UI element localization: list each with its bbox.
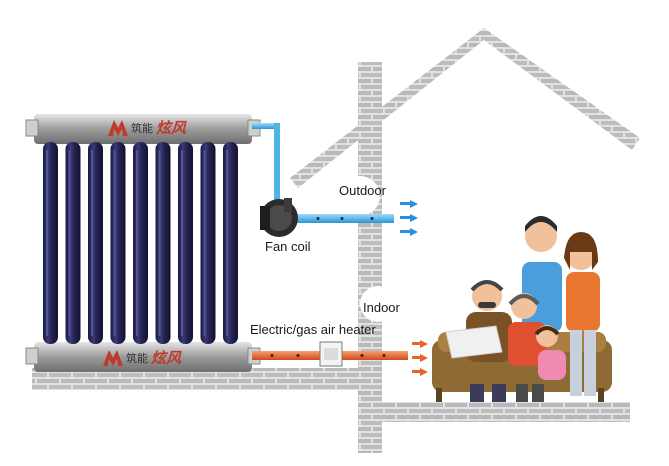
hot-pipe — [252, 351, 408, 360]
outdoor-label: Outdoor — [339, 183, 386, 198]
tube-highlight — [226, 150, 228, 336]
ground-strip — [32, 368, 372, 390]
brand-mark-top: 筑能 炫风 — [108, 117, 186, 138]
tube-highlight — [136, 150, 138, 336]
outdoor-circle — [340, 176, 380, 216]
tube-highlight — [181, 150, 183, 336]
tube-highlight — [91, 150, 93, 336]
tube-highlight — [203, 150, 206, 336]
tube-highlight — [113, 150, 116, 336]
house-roof — [290, 28, 640, 188]
bottom-manifold — [34, 342, 252, 372]
tube-highlight — [68, 150, 71, 336]
vacuum-tubes — [43, 142, 238, 344]
heater-box — [319, 341, 343, 367]
indoor-label: Indoor — [363, 300, 400, 315]
vacuum-tube — [43, 142, 58, 344]
brand-name-large: 炫风 — [156, 119, 187, 137]
chimney — [358, 62, 382, 122]
vacuum-tube — [200, 142, 216, 344]
house-base — [358, 425, 382, 453]
warm-air-arrows — [412, 340, 428, 376]
cold-air-arrows — [400, 200, 418, 236]
solar-collector — [25, 114, 261, 372]
cold-pipe — [252, 123, 394, 223]
brand-logo-icon — [108, 119, 128, 136]
heater-label: Electric/gas air heater — [250, 322, 376, 337]
family-illustration — [432, 216, 612, 402]
vacuum-tube — [178, 142, 193, 344]
vacuum-tube — [223, 142, 238, 344]
brand-name-small: 筑能 — [126, 351, 148, 365]
tube-highlight — [158, 150, 161, 336]
vacuum-tube — [133, 142, 148, 344]
house-outline — [32, 28, 640, 453]
house-floor — [358, 402, 630, 422]
fan-coil-label: Fan coil — [265, 239, 311, 254]
fan-coil-unit — [260, 198, 298, 237]
vacuum-tube — [110, 142, 126, 344]
brand-logo-icon — [103, 349, 123, 366]
vacuum-tube — [155, 142, 171, 344]
brand-name-small: 筑能 — [131, 121, 153, 135]
brand-name-large: 炫风 — [151, 349, 182, 367]
indoor-circle — [360, 286, 396, 322]
tube-highlight — [46, 150, 48, 336]
vacuum-tube — [88, 142, 103, 344]
top-manifold — [34, 114, 252, 144]
vacuum-tube — [65, 142, 81, 344]
house-wall — [358, 120, 382, 450]
brand-mark-bottom: 筑能 炫风 — [103, 347, 181, 368]
